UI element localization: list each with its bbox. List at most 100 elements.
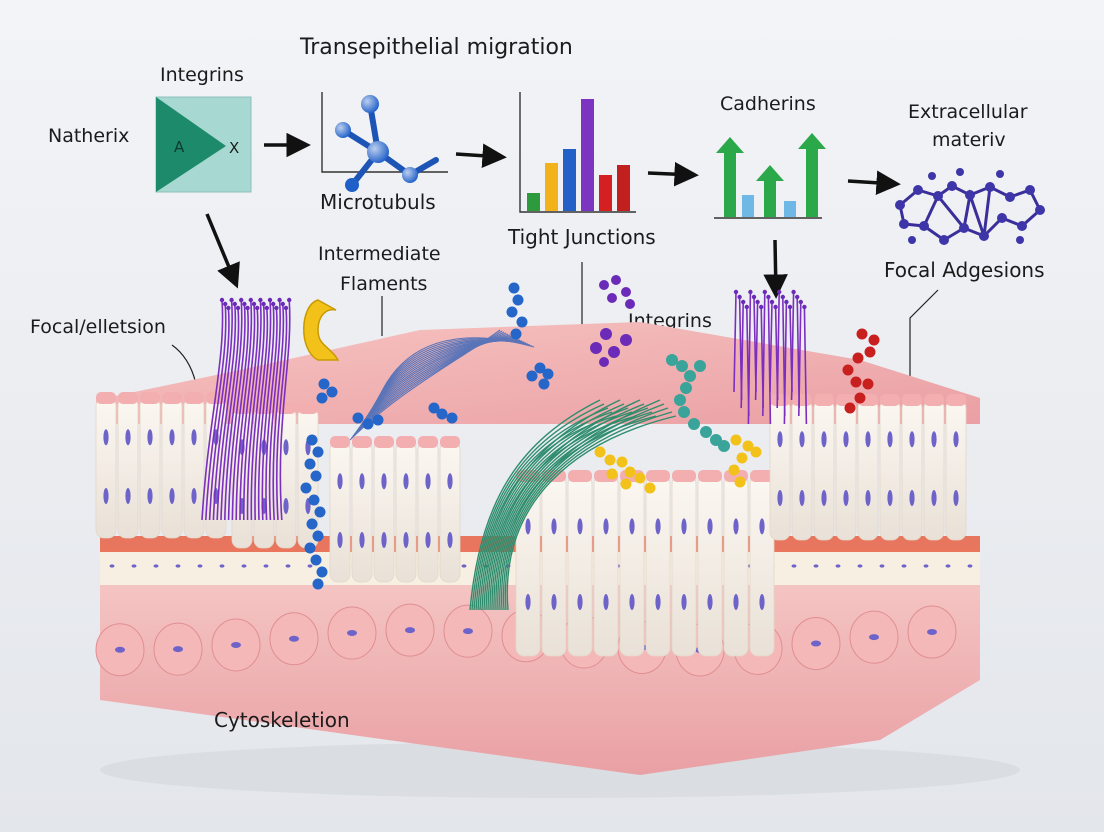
nucleus [525,518,531,535]
nucleus [125,488,131,504]
nucleus [777,431,783,448]
purple-fiber-right-tip [748,289,753,295]
red-bead [862,378,874,390]
green-filament [479,399,621,611]
purple-fiber [227,303,246,521]
purple-fiber-right-tip [741,299,746,305]
membrane-dot [791,564,797,568]
nucleus [931,490,937,506]
cadherins-label: Cadherins [720,93,816,115]
microtubule-molecule-icon [321,92,448,192]
cell-top [646,470,670,482]
blue-bead [516,316,528,328]
purple-fiber [268,299,281,521]
purple-fiber-right-tip [755,299,760,305]
nucleus [403,473,409,490]
green-filament [491,403,645,611]
basal-nucleus [347,630,357,637]
nucleus [629,518,635,535]
nucleus [147,429,153,446]
nucleus [577,518,583,535]
cadherin-bar-3 [784,201,796,217]
epithelial-tissue-block [95,322,1020,798]
purple-fiber [216,303,237,521]
purple-fiber [220,307,240,521]
cell [439,441,461,583]
nucleus [681,518,687,535]
nucleus [577,594,583,610]
purple-fiber-tip [258,297,263,303]
membrane-dot [945,564,951,568]
blue-bead [314,506,326,518]
basal-nucleus [811,640,821,647]
basal-nucleus [869,634,879,641]
nucleus [147,488,153,504]
blue-bead [312,530,324,542]
membrane-dot [813,564,819,568]
purple-fiber-tip [235,305,241,311]
yellow-bead [606,468,618,480]
intermediate-label: Intermediate [318,243,441,265]
membrane-dot [967,564,973,568]
cell-top [770,394,790,406]
cell [95,397,117,539]
purple-fiber [212,299,233,521]
membrane-dot [241,564,247,568]
green-filament [501,403,665,611]
purple-fiber-right-tip [780,294,785,300]
nucleus [843,490,849,506]
teal-bead [718,440,730,452]
purple-fiber-right [798,301,802,417]
red-bead-chain-icon [842,328,880,414]
purple-fiber-right-tip [751,294,757,300]
nucleus [887,490,893,506]
green-filament [481,403,625,611]
yellow-bead [742,440,754,452]
purple-fiber-right-tip [791,289,796,295]
purple-fiber-tip [274,305,279,311]
blue-bead [308,494,320,506]
red-bead [854,392,866,404]
basal-nucleus [927,628,937,635]
teal-bead [680,382,692,394]
basal-nucleus [115,646,125,653]
red-bead [864,346,876,358]
microtubuls-label: Microtubuls [320,190,436,214]
cadherin-arrow-0 [716,137,744,217]
blue-bead [372,414,384,426]
cell [901,399,923,541]
cell-top [902,394,922,406]
blue-bead [446,412,458,424]
purple-fiber-right-tip [773,304,778,310]
cadherin-arrow-2 [756,165,784,217]
nucleus [865,431,871,448]
blue-bead-chains [300,282,554,590]
yellow-bead [624,466,636,478]
blue-bead [300,482,312,494]
nucleus [953,490,959,506]
nucleus [103,488,109,504]
blue-bead [316,566,328,578]
nucleus [629,594,635,610]
purple-fiber [235,299,253,521]
membrane-dot [153,564,159,568]
green-filaments [469,399,677,611]
cytoskeletion-label: Cytoskeletion [214,708,350,732]
membrane-dot [219,564,225,568]
cell-top [374,436,394,448]
green-filament [469,399,601,611]
cell-top [330,436,350,448]
cell [161,397,183,539]
blue-bead [526,370,538,382]
cell-top [140,392,160,404]
teal-bead [688,418,700,430]
natherix-box-icon: A X [155,96,252,193]
flaments-label: Flaments [340,273,427,295]
blue-bead [304,542,316,554]
purple-fiber-right [754,301,759,401]
nucleus [337,473,343,490]
nucleus [381,532,387,548]
teal-bead [700,426,712,438]
nucleus [337,532,343,548]
